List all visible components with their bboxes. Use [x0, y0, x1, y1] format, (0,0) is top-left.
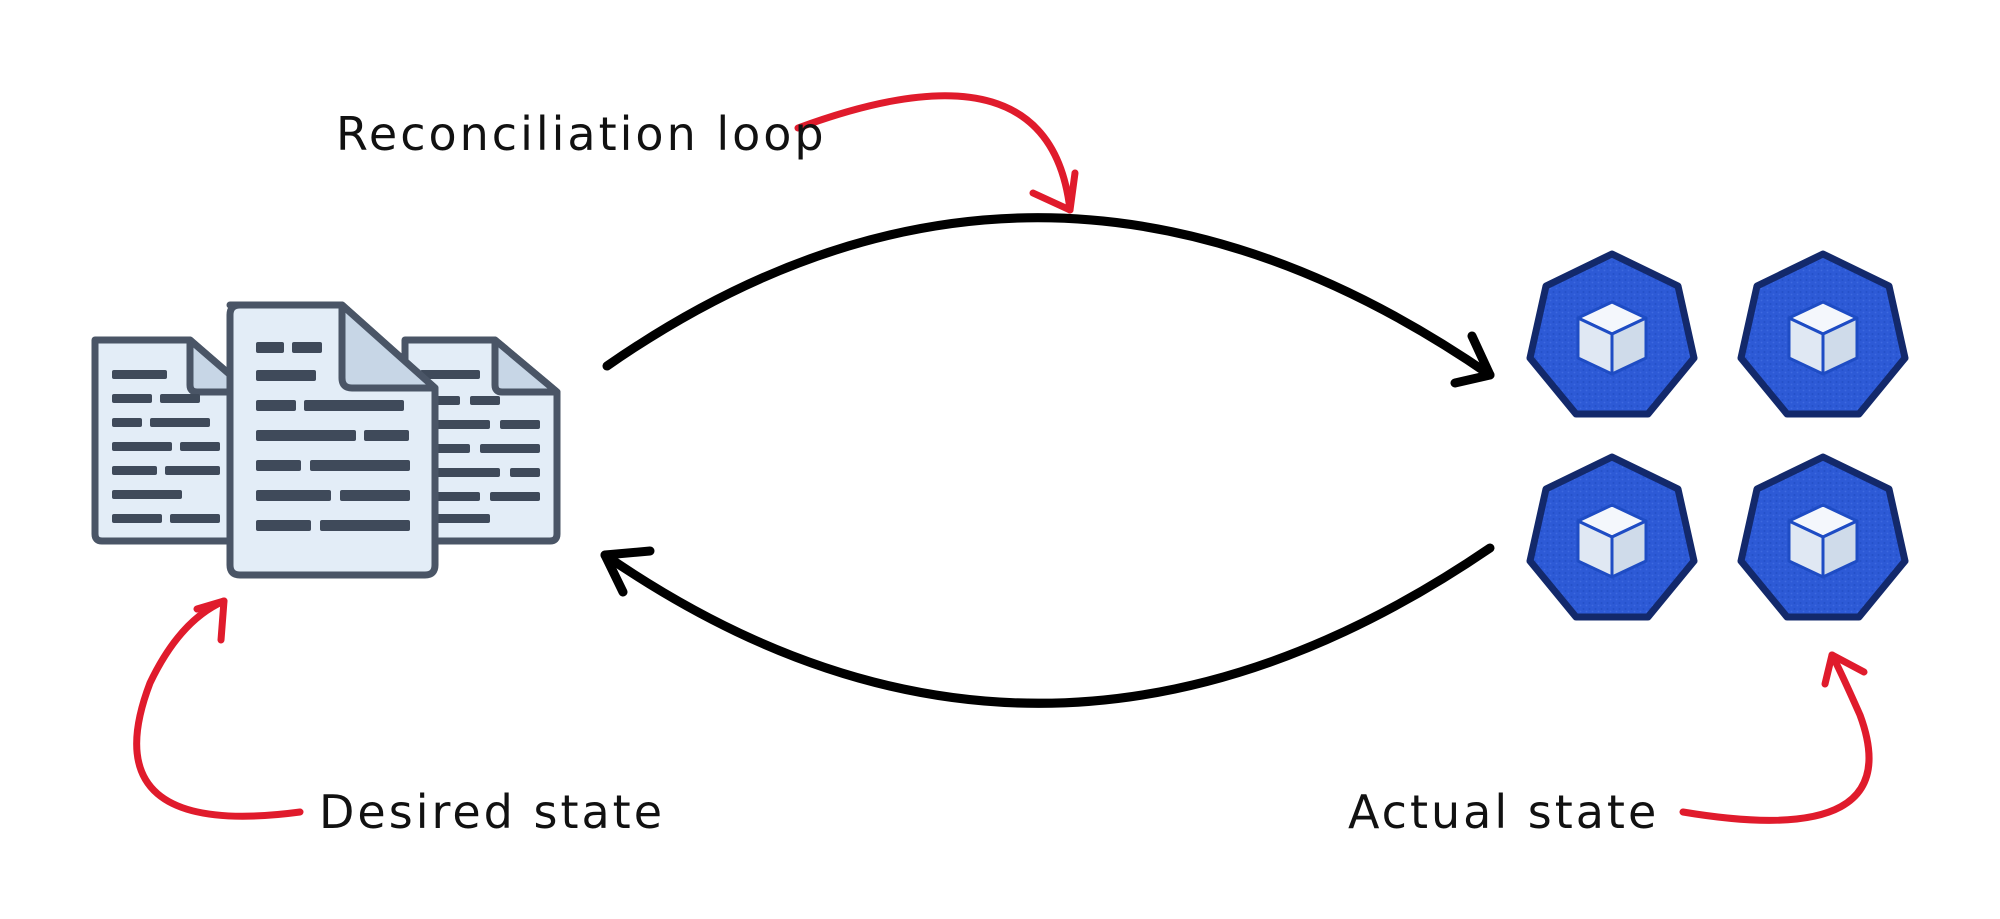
document-front: [226, 301, 439, 579]
cluster-nodes: [1530, 254, 1905, 617]
loop-arrow-top: [602, 213, 1495, 388]
kubernetes-node-icon: [1530, 457, 1694, 617]
kubernetes-node-icon: [1741, 254, 1905, 414]
annotation-arrow-actual: [1679, 651, 1873, 824]
reconciliation-loop-label: Reconciliation loop: [336, 107, 827, 161]
actual-state-label: Actual state: [1348, 785, 1659, 839]
kubernetes-node-icon: [1741, 457, 1905, 617]
desired-state-label: Desired state: [319, 785, 665, 839]
annotation-arrow-loop: [794, 92, 1079, 214]
documents-icon: [91, 301, 561, 579]
annotation-arrow-desired: [133, 597, 304, 820]
kubernetes-node-icon: [1530, 254, 1694, 414]
loop-arrow-bottom: [600, 543, 1495, 708]
